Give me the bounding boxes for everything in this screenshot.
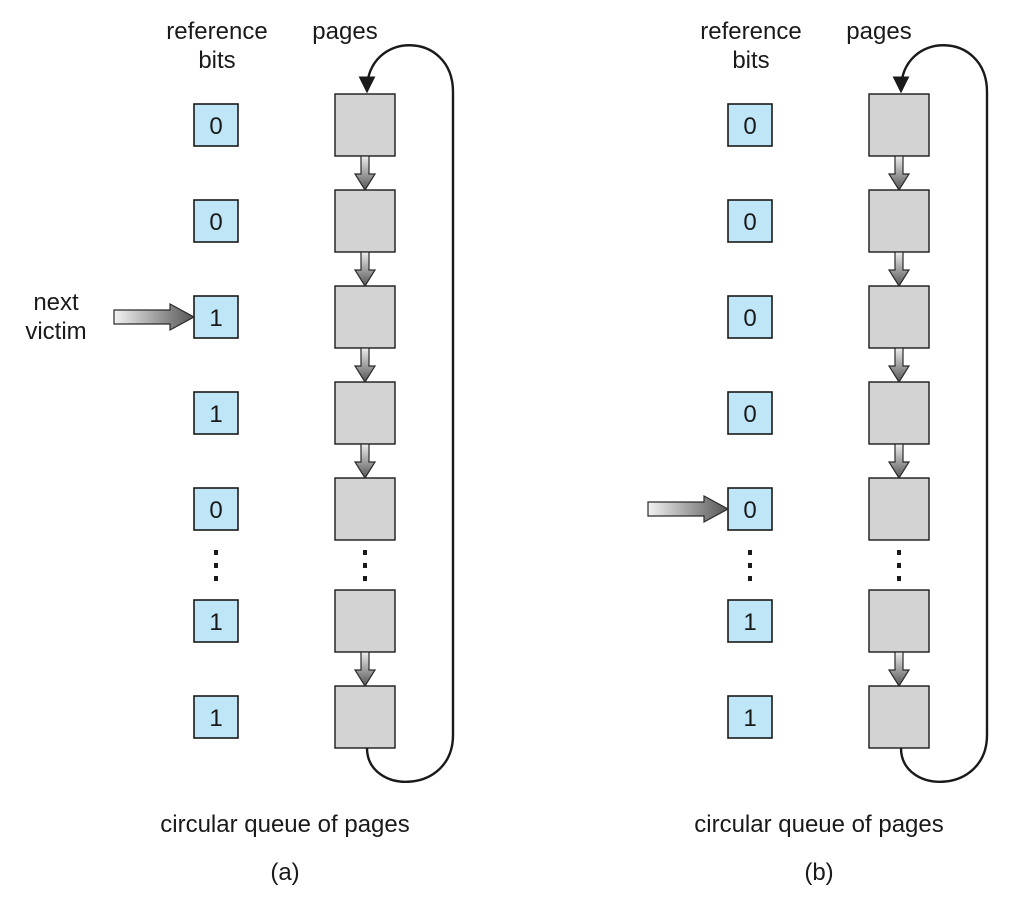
reference-bit: 1 — [727, 599, 773, 643]
page-frame — [334, 381, 396, 445]
reference-bit: 1 — [727, 695, 773, 739]
next-page-arrow — [887, 251, 911, 288]
reference-bit-value: 1 — [209, 705, 222, 732]
reference-bit-box — [193, 487, 239, 531]
reference-bit-value: 0 — [743, 401, 756, 428]
clock-hand-arrow — [113, 302, 196, 332]
bits-ellipsis-dot — [748, 576, 752, 581]
circular-queue-loop-arrow — [892, 44, 989, 783]
bits-ellipsis-dot — [214, 563, 218, 568]
reference-bit: 0 — [727, 103, 773, 147]
panels-layer: referencebitspages0011011nextvictimcircu… — [25, 18, 989, 886]
reference-bit-box — [727, 487, 773, 531]
page-frame — [868, 381, 930, 445]
reference-bit-value: 0 — [209, 113, 222, 140]
next-page-arrow — [353, 155, 377, 192]
bits-ellipsis-dot — [214, 550, 218, 555]
reference-bit-value: 1 — [743, 705, 756, 732]
reference-bit-value: 1 — [209, 305, 222, 332]
reference-bit-box — [193, 391, 239, 435]
reference-bit: 0 — [727, 199, 773, 243]
reference-bit-value: 0 — [743, 305, 756, 332]
next-victim-label-line1: next — [33, 289, 79, 316]
page-frame — [868, 477, 930, 541]
bits-ellipsis-dot — [748, 550, 752, 555]
reference-bit-box — [727, 103, 773, 147]
reference-bit: 1 — [193, 391, 239, 435]
reference-bit: 0 — [727, 391, 773, 435]
reference-bit-value: 1 — [209, 609, 222, 636]
reference-bits-label-line1: reference — [166, 18, 267, 45]
reference-bit-box — [193, 599, 239, 643]
reference-bit-value: 0 — [209, 497, 222, 524]
page-frame — [868, 93, 930, 157]
pages-ellipsis-dot — [363, 550, 367, 555]
panel-sublabel: (b) — [804, 859, 833, 886]
next-page-arrow — [887, 651, 911, 688]
next-page-arrow — [353, 251, 377, 288]
reference-bit-box — [193, 199, 239, 243]
reference-bit-box — [727, 599, 773, 643]
reference-bit-box — [193, 695, 239, 739]
reference-bit-value: 0 — [209, 209, 222, 236]
next-page-arrow — [887, 443, 911, 480]
reference-bit-box — [727, 695, 773, 739]
next-page-arrow — [887, 155, 911, 192]
reference-bit-value: 1 — [743, 609, 756, 636]
reference-bit: 0 — [193, 103, 239, 147]
reference-bit: 1 — [193, 295, 239, 339]
next-page-arrow — [353, 651, 377, 688]
reference-bits-label-line2: bits — [732, 47, 769, 74]
bits-ellipsis-dot — [214, 576, 218, 581]
page-frame — [334, 589, 396, 653]
reference-bit-box — [193, 295, 239, 339]
clock-hand-arrow — [647, 494, 730, 524]
reference-bit: 1 — [193, 695, 239, 739]
pages-ellipsis-dot — [363, 576, 367, 581]
reference-bit-value: 0 — [743, 113, 756, 140]
pages-ellipsis-dot — [363, 563, 367, 568]
reference-bit-value: 0 — [743, 497, 756, 524]
panel-sublabel: (a) — [270, 859, 299, 886]
page-frame — [868, 189, 930, 253]
reference-bit: 1 — [193, 599, 239, 643]
next-victim-label-line2: victim — [25, 318, 86, 345]
page-frame — [334, 189, 396, 253]
page-frame — [868, 685, 930, 749]
page-frame — [334, 685, 396, 749]
reference-bit-value: 0 — [743, 209, 756, 236]
reference-bit: 0 — [193, 487, 239, 531]
reference-bit: 0 — [727, 487, 773, 531]
bits-ellipsis-dot — [748, 563, 752, 568]
pages-label: pages — [846, 18, 911, 45]
reference-bit-value: 1 — [209, 401, 222, 428]
next-page-arrow — [887, 347, 911, 384]
reference-bits-label-line2: bits — [198, 47, 235, 74]
pages-label: pages — [312, 18, 377, 45]
reference-bit: 0 — [727, 295, 773, 339]
next-page-arrow — [353, 347, 377, 384]
page-frame — [334, 93, 396, 157]
next-page-arrow — [353, 443, 377, 480]
circular-queue-loop-arrow — [358, 44, 455, 783]
reference-bit-box — [727, 391, 773, 435]
reference-bits-label-line1: reference — [700, 18, 801, 45]
page-frame — [868, 589, 930, 653]
pages-ellipsis-dot — [897, 576, 901, 581]
reference-bit-box — [727, 199, 773, 243]
page-frame — [868, 285, 930, 349]
page-frame — [334, 477, 396, 541]
reference-bit-box — [727, 295, 773, 339]
page-frame — [334, 285, 396, 349]
reference-bit-box — [193, 103, 239, 147]
pages-ellipsis-dot — [897, 550, 901, 555]
pages-ellipsis-dot — [897, 563, 901, 568]
queue-caption: circular queue of pages — [160, 811, 410, 838]
reference-bit: 0 — [193, 199, 239, 243]
queue-caption: circular queue of pages — [694, 811, 944, 838]
